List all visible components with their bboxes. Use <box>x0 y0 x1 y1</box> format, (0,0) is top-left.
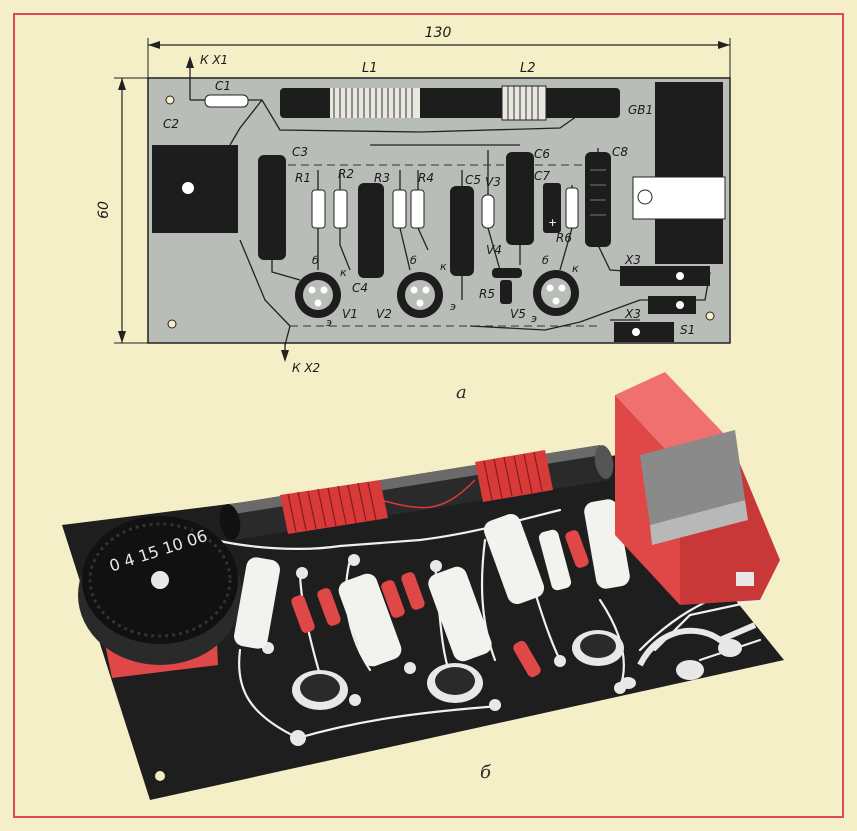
tuning-shaft <box>182 182 194 194</box>
socket-pin <box>676 272 684 280</box>
variable-capacitor-c2 <box>152 145 238 233</box>
transistor-v2 <box>397 272 443 318</box>
pin-collector-label: к <box>340 266 347 279</box>
connector-x1-label: К X1 <box>200 53 228 67</box>
mount-hole <box>167 319 177 329</box>
coil-l2-red <box>475 450 553 502</box>
label-v3: V3 <box>485 175 501 189</box>
label-x3-top: X3 <box>624 253 641 267</box>
switch-s1-body <box>648 296 696 314</box>
label-c4: C4 <box>352 281 368 295</box>
mount-hole <box>155 771 165 781</box>
mount-hole <box>705 311 715 321</box>
arrow-right-icon <box>718 41 730 49</box>
label-gb1: GB1 <box>628 103 653 117</box>
label-c7: C7 <box>534 169 550 183</box>
transistor-v1 <box>295 272 341 318</box>
transistor-v5 <box>533 270 579 316</box>
socket-x3-bottom <box>614 322 674 342</box>
capacitor-c8-stripes <box>590 169 606 216</box>
label-x3-bottom: X3 <box>624 307 641 321</box>
label-s1: S1 <box>680 323 695 337</box>
coil-l1-windings <box>333 88 413 118</box>
caption-a: а <box>456 382 467 403</box>
label-v2: V2 <box>376 307 392 321</box>
coil-l2 <box>501 85 547 121</box>
perspective-illustration-b: 0 4 15 10 06 <box>62 372 784 800</box>
label-r6: R6 <box>556 231 572 245</box>
caption-b: б <box>480 762 492 783</box>
label-l1: L1 <box>362 61 378 76</box>
capacitor-c7 <box>543 183 561 233</box>
pin-emitter-label: э <box>326 316 332 329</box>
pin-collector-label: к <box>440 260 447 273</box>
resistor-r1 <box>311 189 326 229</box>
tuning-dial: 0 4 15 10 06 <box>78 516 242 678</box>
capacitor-c6 <box>506 152 534 245</box>
coil-l1 <box>330 88 420 118</box>
arrow-left-icon <box>148 41 160 49</box>
capacitor-c4 <box>358 183 384 278</box>
page-border <box>13 13 844 818</box>
battery-clip <box>632 176 726 220</box>
capacitor-c3 <box>258 155 286 260</box>
resistors-red <box>291 530 589 678</box>
pin-base-label: б <box>542 254 549 267</box>
socket-pin <box>676 301 684 309</box>
connector-x2-label: К X2 <box>292 361 320 375</box>
label-r3: R3 <box>374 171 390 185</box>
label-l2: L2 <box>520 61 536 76</box>
pin-emitter-label: э <box>531 312 537 325</box>
label-v5: V5 <box>510 307 526 321</box>
label-v4: V4 <box>486 243 502 257</box>
plus-icon: + <box>548 216 557 229</box>
battery-pack <box>615 372 780 605</box>
capacitor-c5 <box>450 186 474 276</box>
pin-base-label: б <box>312 254 319 267</box>
arrow-up-icon <box>118 78 126 90</box>
coil-wire <box>379 479 476 509</box>
label-c5: C5 <box>465 173 481 187</box>
dimension-height-label: 60 <box>96 201 112 219</box>
resistor-r4 <box>410 189 425 229</box>
label-c2: C2 <box>163 117 179 131</box>
layout-drawing-a: 130 60 <box>96 25 731 403</box>
socket-pin <box>632 328 640 336</box>
arrow-down-icon <box>118 331 126 343</box>
pin-collector-label: к <box>572 262 579 275</box>
label-r2: R2 <box>338 167 354 181</box>
coil-l2-windings <box>507 86 539 120</box>
mount-hole <box>165 95 175 105</box>
diode-v4 <box>492 268 522 278</box>
label-v1: V1 <box>342 307 358 321</box>
label-r5: R5 <box>479 287 495 301</box>
screw-icon <box>637 189 653 205</box>
label-c1: C1 <box>215 79 231 93</box>
diode-v3 <box>481 194 495 229</box>
socket-bracket <box>620 622 757 689</box>
dimension-width-label: 130 <box>425 25 452 41</box>
pin-base-label: б <box>410 254 417 267</box>
battery-gb1 <box>655 82 723 264</box>
arrow-down-icon <box>281 350 289 362</box>
transistors-perspective <box>292 630 624 710</box>
capacitor-c1 <box>204 94 249 108</box>
coil-l1-red <box>280 480 388 534</box>
label-c6: C6 <box>534 147 550 161</box>
resistor-r6 <box>565 187 579 229</box>
arrow-up-icon <box>186 56 194 68</box>
socket-x3-top <box>620 266 710 286</box>
resistor-r3 <box>392 189 407 229</box>
label-c8: C8 <box>612 145 628 159</box>
label-r1: R1 <box>295 171 311 185</box>
label-r4: R4 <box>418 171 434 185</box>
resistor-r5 <box>500 280 512 304</box>
resistor-r2 <box>333 189 348 229</box>
label-c3: C3 <box>292 145 308 159</box>
pin-emitter-label: э <box>450 300 456 313</box>
